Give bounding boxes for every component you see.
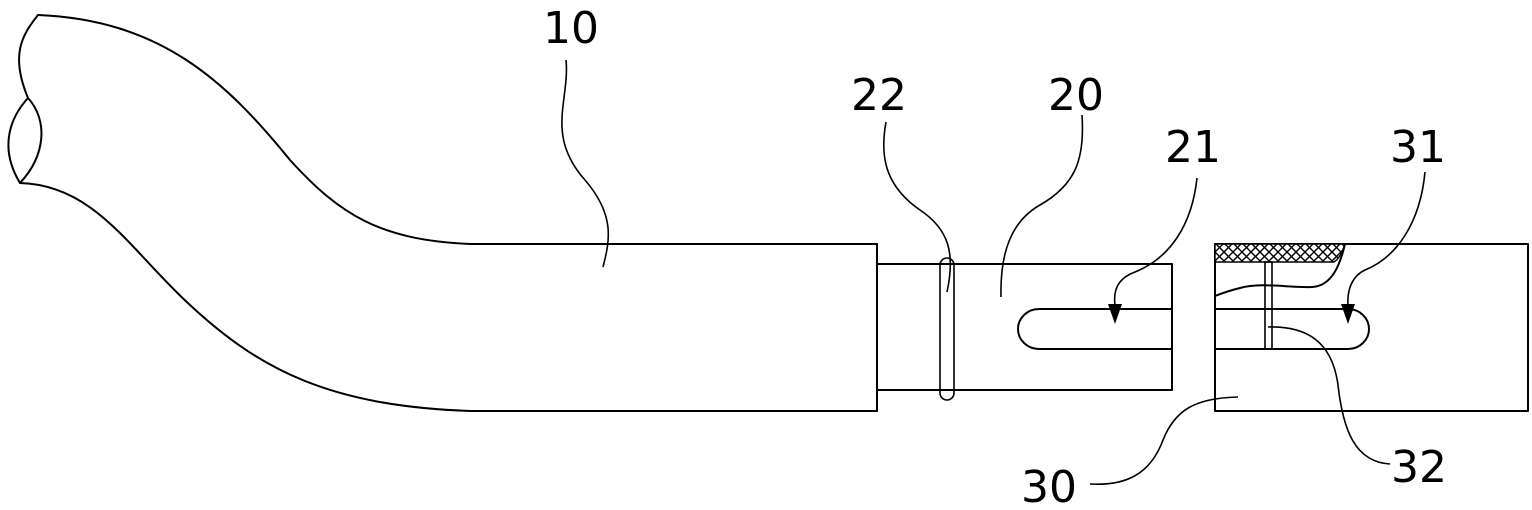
- plug-20: [877, 258, 1172, 400]
- plug-slot-21: [1018, 309, 1172, 349]
- plug-ring-22: [940, 258, 954, 400]
- tube-10: [8, 15, 877, 411]
- socket-hatched-region: [1215, 244, 1345, 262]
- ref-label-21: 21: [1165, 122, 1221, 173]
- tube-lower-edge: [20, 183, 877, 411]
- ref-label-32: 32: [1391, 442, 1447, 493]
- ref-label-10: 10: [543, 3, 599, 54]
- ref-label-30: 30: [1021, 462, 1077, 510]
- plug-body: [877, 264, 1172, 390]
- ref-label-20: 20: [1048, 70, 1104, 121]
- leader-32: [1268, 327, 1390, 464]
- arrowhead-21: [1108, 304, 1122, 324]
- ref-label-22: 22: [851, 70, 907, 121]
- leader-31: [1348, 172, 1425, 305]
- tube-break-line: [8, 15, 41, 183]
- leader-21: [1115, 178, 1197, 305]
- socket-pin-32: [1265, 262, 1272, 349]
- leader-20: [1001, 115, 1083, 297]
- leader-10: [562, 60, 608, 267]
- socket-body: [1215, 244, 1528, 411]
- tube-upper-edge: [38, 15, 877, 244]
- leader-lines: [562, 60, 1425, 484]
- ref-label-31: 31: [1390, 122, 1446, 173]
- socket-30: [1215, 244, 1528, 411]
- arrowhead-31: [1341, 304, 1355, 324]
